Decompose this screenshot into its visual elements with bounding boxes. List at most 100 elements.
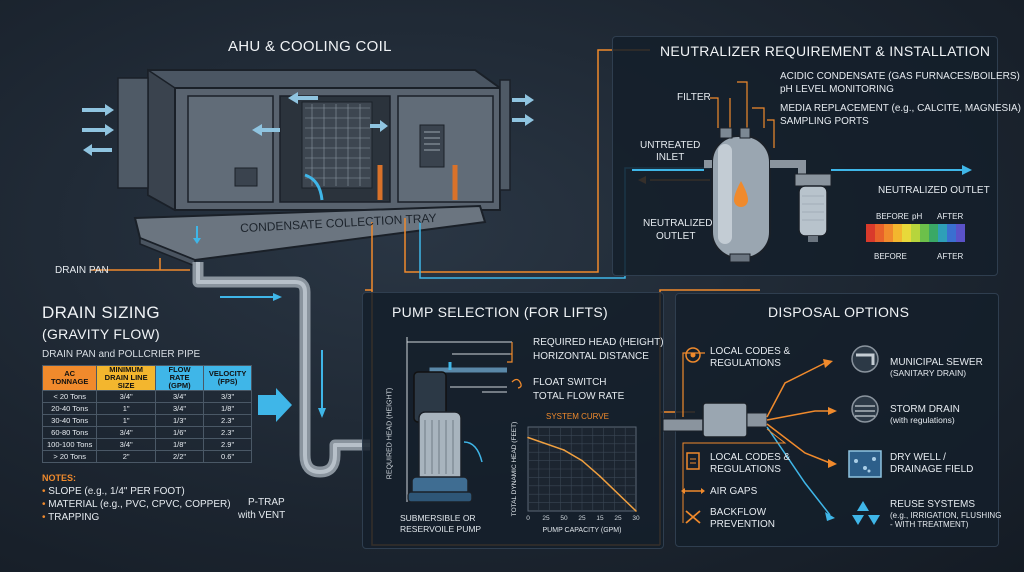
chart-point [563, 449, 565, 451]
pump-illustration [406, 337, 522, 503]
ph-scale-bar [866, 224, 965, 242]
table-cell: 3/4" [96, 390, 156, 403]
drain-sizing-subtitle: (GRAVITY FLOW) [42, 326, 161, 342]
table-cell: 2.3" [203, 426, 252, 439]
table-cell: 1" [96, 414, 156, 427]
table-cell: 1/3" [154, 414, 205, 427]
table-cell: 3/4" [96, 426, 156, 439]
table-cell: 2/2" [154, 450, 205, 463]
table-cell: < 20 Tons [41, 390, 98, 403]
chart-x-tick: 50 [560, 515, 568, 522]
chart-x-tick: 0 [526, 515, 530, 522]
ph-before-label: BEFORE [876, 212, 909, 221]
chart-point [581, 459, 583, 462]
ph-after-label-2: AFTER [937, 252, 964, 261]
neutralized-outlet-left-label: NEUTRALIZED [643, 218, 713, 229]
ph-scale-swatch [884, 224, 893, 242]
pump-label-horizontal-distance: HORIZONTAL DISTANCE [533, 351, 649, 362]
ph-label: pH [912, 212, 923, 221]
ahu-unit [117, 68, 511, 212]
drain-sizing-caption: DRAIN PAN and POLLCRIER PIPE [42, 349, 201, 360]
disposal-left-item: LOCAL CODES &REGULATIONS [710, 452, 791, 475]
ph-scale-swatch [911, 224, 920, 242]
ptrap-label-2: with VENT [238, 510, 286, 521]
note-item: • TRAPPING [42, 512, 100, 523]
untreated-inlet-label: UNTREATED [640, 140, 701, 151]
disposal-option-sewer: MUNICIPAL SEWER(SANITARY DRAIN) [890, 357, 983, 378]
header-min-drain-size: MINIMUM DRAIN LINE SIZE [96, 365, 156, 391]
chart-point [635, 510, 637, 512]
ahu-title: AHU & COOLING COIL [228, 38, 392, 55]
ph-scale-swatch [902, 224, 911, 242]
header-velocity: VELOCITY (FPS) [203, 365, 252, 391]
table-cell: 3/4" [154, 402, 205, 415]
note-item: • MATERIAL (e.g., PVC, CPVC, COPPER) [42, 499, 231, 510]
drain-pan-label: DRAIN PAN [55, 265, 109, 276]
pump-label-required-head: REQUIRED HEAD (HEIGHT) [533, 337, 664, 348]
table-cell: 1/8" [154, 438, 205, 451]
drain-sizing-title: DRAIN SIZING [42, 303, 160, 322]
table-cell: 2.3" [203, 414, 252, 427]
neutralized-outlet-label: NEUTRALIZED OUTLET [878, 185, 990, 196]
chart-x-tick: 25 [542, 515, 550, 522]
table-cell: 2.9" [203, 438, 252, 451]
chart-x-tick: 15 [596, 515, 604, 522]
chart-x-label: PUMP CAPACITY (GPM) [543, 527, 622, 534]
disposal-option-reuse: REUSE SYSTEMS(e.g., IRRIGATION, FLUSHING… [890, 499, 1002, 529]
neutralizer-title: NEUTRALIZER REQUIREMENT & INSTALLATION [660, 43, 991, 59]
header-flow-rate: FLOW RATE (GPM) [154, 365, 205, 391]
disposal-title: DISPOSAL OPTIONS [768, 304, 910, 320]
table-cell: 30-40 Tons [41, 414, 98, 427]
ph-scale-swatch [938, 224, 947, 242]
notes-title: NOTES: [42, 473, 77, 483]
chart-x-tick: 25 [614, 515, 622, 522]
disposal-left-item: AIR GAPS [710, 486, 758, 497]
ph-scale-swatch [929, 224, 938, 242]
neutralizer-bullet: ACIDIC CONDENSATE (GAS FURNACES/BOILERS) [780, 71, 1020, 82]
disposal-option-storm: STORM DRAIN(with regulations) [890, 404, 960, 425]
pump-selection-title: PUMP SELECTION (FOR LIFTS) [392, 304, 609, 320]
untreated-inlet-label-2: INLET [656, 152, 685, 163]
ph-scale-swatch [875, 224, 884, 242]
pump-vertical-label: REQUIRED HEAD (HEIGHT) [386, 387, 394, 480]
neutralizer-bullet: MEDIA REPLACEMENT (e.g., CALCITE, MAGNES… [780, 103, 1021, 114]
table-cell: 3/4" [96, 438, 156, 451]
neutralizer-illustration [632, 81, 972, 263]
table-cell: 2" [96, 450, 156, 463]
table-cell: 60-80 Tons [41, 426, 98, 439]
chart-point [599, 475, 601, 478]
table-cell: 20-40 Tons [41, 402, 98, 415]
chart-x-tick: 30 [632, 515, 640, 522]
ph-scale-swatch [920, 224, 929, 242]
ph-after-label: AFTER [937, 212, 964, 221]
note-item: • SLOPE (e.g., 1/4" PER FOOT) [42, 486, 185, 497]
table-cell: 3/3" [203, 390, 252, 403]
chart-point [527, 436, 529, 439]
pump-label-float-switch: FLOAT SWITCH [533, 377, 607, 388]
table-cell: 3/4" [154, 390, 205, 403]
neutralizer-bullet: SAMPLING PORTS [780, 116, 869, 127]
filter-label: FILTER [677, 92, 711, 103]
disposal-left-item: LOCAL CODES &REGULATIONS [710, 346, 791, 369]
pump-caption-2: RESERVOILE PUMP [400, 524, 482, 534]
ph-scale-swatch [893, 224, 902, 242]
pump-label-total-flow: TOTAL FLOW RATE [533, 391, 625, 402]
table-cell: 1/8" [203, 402, 252, 415]
neutralized-outlet-left-label-2: OUTLET [656, 231, 696, 242]
ph-scale-swatch [947, 224, 956, 242]
chart-y-label: TOTAL DYNAMIC HEAD (FEET) [511, 422, 518, 517]
disposal-illustration [662, 345, 882, 525]
ptrap-label-1: P-TRAP [248, 497, 285, 508]
table-cell: 1/6" [154, 426, 205, 439]
drain-sizing-table: AC TONNAGE MINIMUM DRAIN LINE SIZE FLOW … [41, 365, 252, 463]
header-ac-tonnage: AC TONNAGE [41, 365, 98, 391]
